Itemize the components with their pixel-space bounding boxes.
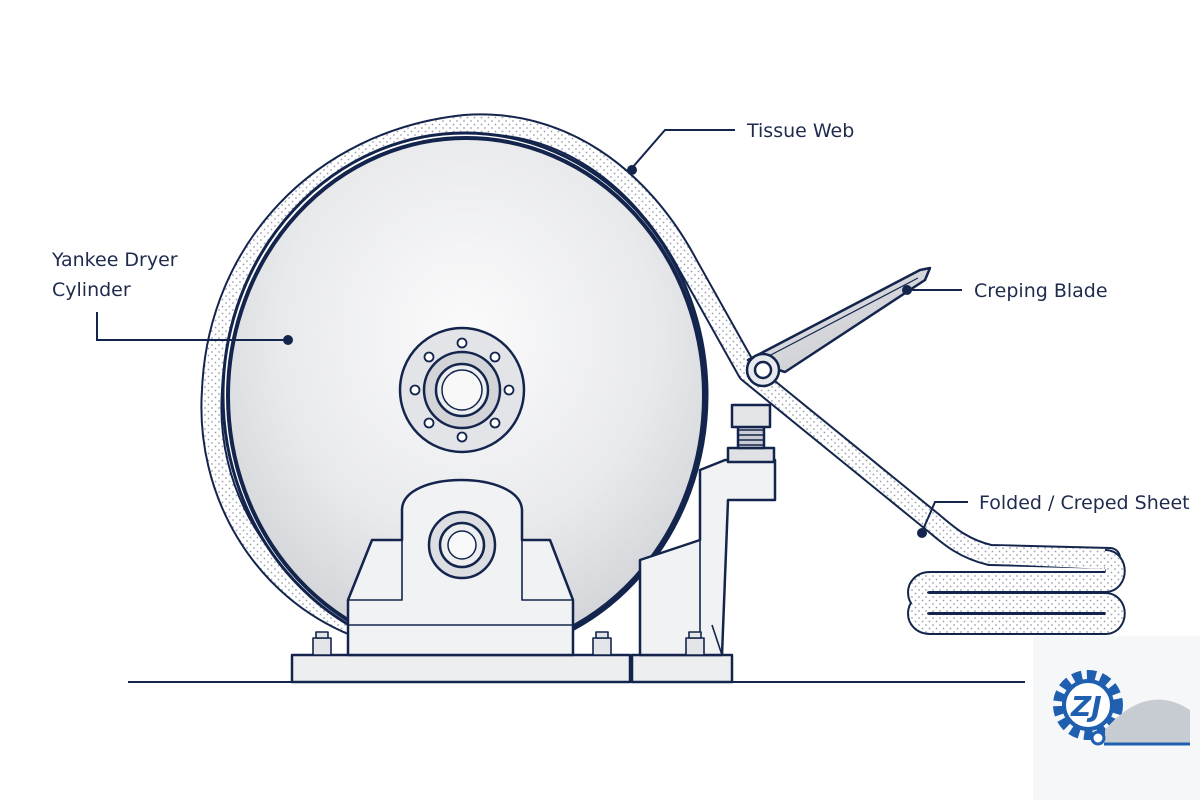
folded-sheet-stack xyxy=(907,546,1126,635)
yankee-dot xyxy=(283,335,293,345)
folded-sheet-label: Folded / Creped Sheet xyxy=(979,492,1190,514)
yankee-label-line1: Yankee Dryer xyxy=(51,249,178,271)
tissue-web-dot xyxy=(627,165,637,175)
creping-blade xyxy=(745,266,932,388)
leader-lines xyxy=(96,129,968,533)
creping-blade-label: Creping Blade xyxy=(974,280,1108,302)
zj-logo: ZJ xyxy=(1033,636,1200,800)
tissue-web-label: Tissue Web xyxy=(746,120,854,142)
blade-holder-stand xyxy=(630,403,777,684)
folded-sheet-dot xyxy=(917,528,927,538)
yankee-label-line2: Cylinder xyxy=(52,279,131,301)
tissue-web-leader xyxy=(631,129,735,169)
hub-bolts xyxy=(409,337,515,443)
yankee-leader xyxy=(96,312,285,341)
leader-dots xyxy=(283,165,927,538)
folded-sheet-leader xyxy=(921,501,968,533)
logo-text: ZJ xyxy=(1070,690,1102,723)
tissue-web xyxy=(200,113,1121,639)
bearing-pedestal xyxy=(290,478,632,684)
cylinder-hub xyxy=(398,326,526,454)
creping-blade-dot xyxy=(902,285,912,295)
